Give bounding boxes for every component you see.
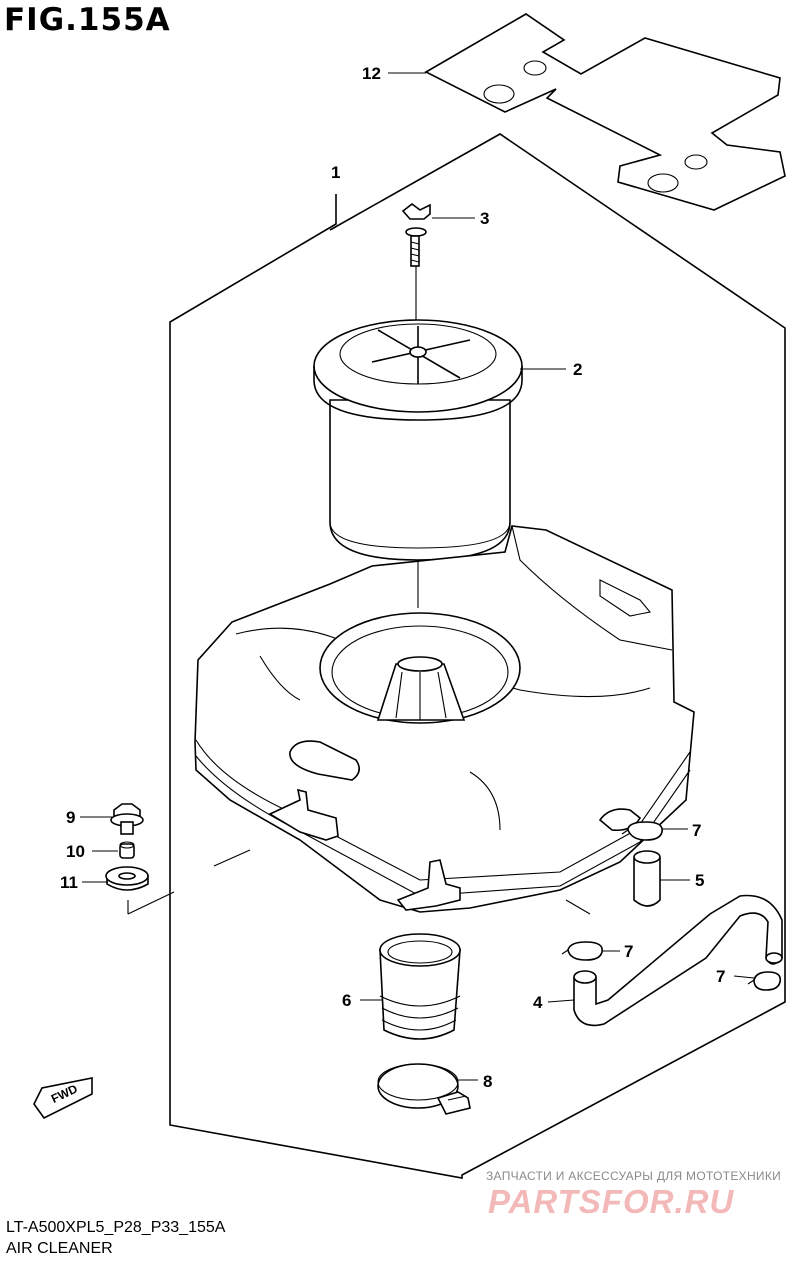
model-code: LT-A500XPL5_P28_P33_155A	[6, 1219, 226, 1236]
part-7-clamp-middle[interactable]	[561, 941, 603, 961]
part-6-intake-boot[interactable]	[379, 933, 461, 1040]
part-7-clamp-lower[interactable]	[747, 971, 782, 991]
callout-labels: 1 2 3 4 5 6 7 7 7 8 9 10 11 12	[60, 64, 725, 1091]
part-2-filter-element[interactable]	[313, 319, 523, 561]
part-11-grommet[interactable]	[105, 866, 149, 891]
part-3-wing-bolt[interactable]	[401, 202, 431, 352]
watermark-tagline: ЗАПЧАСТИ И АКСЕССУАРЫ ДЛЯ МОТОТЕХНИКИ	[486, 1169, 782, 1183]
part-9-bolt[interactable]	[110, 803, 144, 835]
callout-8[interactable]: 8	[483, 1072, 492, 1091]
callout-5[interactable]: 5	[695, 871, 704, 890]
part-7-clamp-upper[interactable]	[621, 821, 663, 841]
callout-7-lower[interactable]: 7	[716, 967, 725, 986]
callout-12[interactable]: 12	[362, 64, 381, 83]
watermark-logo: PARTSFOR.RU	[488, 1183, 735, 1220]
callout-leaders	[80, 72, 755, 1081]
assembly-leader-lines	[127, 560, 591, 915]
part-10-collar[interactable]	[119, 841, 135, 859]
fwd-arrow-icon: FWD	[33, 1077, 93, 1120]
callout-3[interactable]: 3	[480, 209, 489, 228]
callout-2[interactable]: 2	[573, 360, 582, 379]
callout-1[interactable]: 1	[331, 163, 340, 182]
assembly-boundary-outline	[169, 133, 786, 1179]
callout-11[interactable]: 11	[60, 873, 78, 892]
callout-6[interactable]: 6	[342, 991, 351, 1010]
part-5-drain-tube[interactable]	[633, 850, 661, 907]
callout-7-middle[interactable]: 7	[624, 942, 633, 961]
part-8-hose-clamp[interactable]	[377, 1063, 471, 1115]
figure-title: FIG.155A	[4, 2, 171, 38]
callout-9[interactable]: 9	[66, 808, 75, 827]
part-12-seal-plate[interactable]	[424, 13, 786, 211]
air-cleaner-case[interactable]	[194, 525, 695, 913]
callout-7-upper[interactable]: 7	[692, 821, 701, 840]
part-4-breather-hose[interactable]	[573, 894, 783, 1027]
section-name: AIR CLEANER	[6, 1240, 113, 1257]
callout-4[interactable]: 4	[533, 993, 543, 1012]
callout-10[interactable]: 10	[66, 842, 85, 861]
